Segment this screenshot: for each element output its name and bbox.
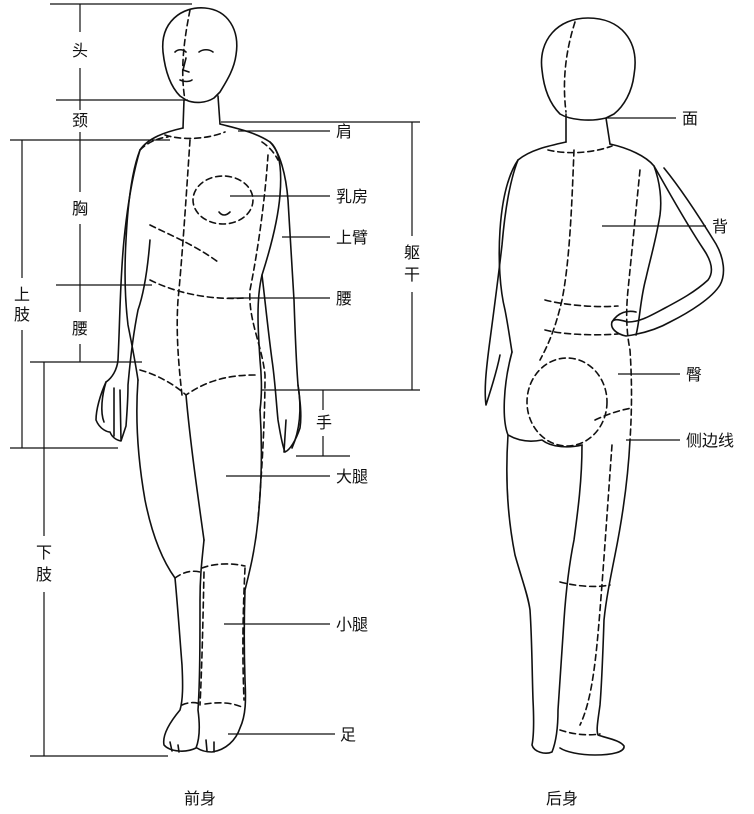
back-right-leg bbox=[560, 440, 630, 755]
front-knee-left bbox=[175, 571, 200, 578]
label-thigh: 大腿 bbox=[336, 467, 368, 486]
front-eye-right bbox=[199, 50, 213, 52]
label-upper-arm: 上臂 bbox=[336, 228, 368, 247]
front-center-line bbox=[177, 140, 190, 395]
front-torso-outline bbox=[125, 124, 281, 410]
front-waistline bbox=[150, 280, 245, 298]
front-right-hand bbox=[284, 385, 300, 452]
front-head-outline bbox=[163, 8, 237, 103]
label-torso-1: 躯 bbox=[404, 243, 420, 262]
label-upper-limb-2: 肢 bbox=[14, 305, 30, 324]
front-ankle-right bbox=[205, 703, 244, 708]
caption-back: 后身 bbox=[546, 789, 578, 808]
front-nose bbox=[183, 58, 189, 72]
label-neck: 颈 bbox=[72, 111, 88, 130]
label-buttocks: 臀 bbox=[686, 365, 702, 384]
back-lower-hip bbox=[595, 408, 632, 420]
front-knee-right bbox=[202, 564, 245, 568]
back-neck-base bbox=[548, 146, 612, 153]
front-right-leg bbox=[197, 410, 261, 752]
label-face: 面 bbox=[682, 109, 698, 128]
back-head-outline bbox=[541, 18, 635, 120]
label-head: 头 bbox=[72, 41, 88, 60]
front-nipple bbox=[219, 212, 230, 215]
back-left-leg bbox=[507, 435, 582, 753]
label-foot: 足 bbox=[340, 725, 356, 744]
front-left-hand bbox=[102, 382, 121, 440]
label-breast: 乳房 bbox=[336, 187, 368, 206]
front-right-arm bbox=[262, 142, 301, 452]
label-torso-2: 干 bbox=[404, 265, 420, 284]
back-figure bbox=[485, 18, 723, 755]
back-right-arm bbox=[612, 166, 724, 336]
back-buttocks bbox=[527, 358, 607, 446]
back-center-line bbox=[540, 150, 574, 360]
label-calf: 小腿 bbox=[336, 615, 368, 634]
front-left-leg bbox=[137, 380, 204, 751]
back-calf-side bbox=[580, 445, 612, 725]
label-hand: 手 bbox=[316, 413, 332, 432]
front-figure bbox=[96, 8, 301, 752]
front-head-centerline bbox=[183, 10, 190, 100]
label-shoulder: 肩 bbox=[336, 122, 352, 141]
front-left-arm bbox=[96, 150, 150, 441]
label-waist-left: 腰 bbox=[72, 319, 88, 338]
back-waistline-lower bbox=[545, 330, 618, 335]
back-waistline bbox=[545, 300, 618, 307]
back-left-arm bbox=[485, 160, 518, 405]
label-waist-front: 腰 bbox=[336, 289, 352, 308]
back-ankle-line bbox=[560, 730, 600, 735]
caption-front: 前身 bbox=[184, 789, 216, 808]
front-inner-leg bbox=[186, 395, 204, 540]
back-side-line bbox=[627, 170, 640, 440]
label-side-seam: 侧边线 bbox=[686, 431, 734, 450]
label-upper-limb-1: 上 bbox=[14, 285, 30, 304]
front-ankle-left bbox=[182, 703, 200, 705]
front-mouth bbox=[180, 80, 192, 82]
label-lower-limb-1: 下 bbox=[36, 543, 52, 562]
front-eye-left bbox=[175, 50, 186, 52]
label-chest: 胸 bbox=[72, 199, 88, 218]
label-lower-limb-2: 肢 bbox=[36, 565, 52, 584]
front-breast bbox=[193, 176, 253, 224]
front-hipline bbox=[140, 370, 255, 395]
front-neck-base bbox=[165, 132, 225, 138]
label-back: 背 bbox=[712, 217, 728, 236]
back-head-centerline bbox=[564, 22, 575, 112]
